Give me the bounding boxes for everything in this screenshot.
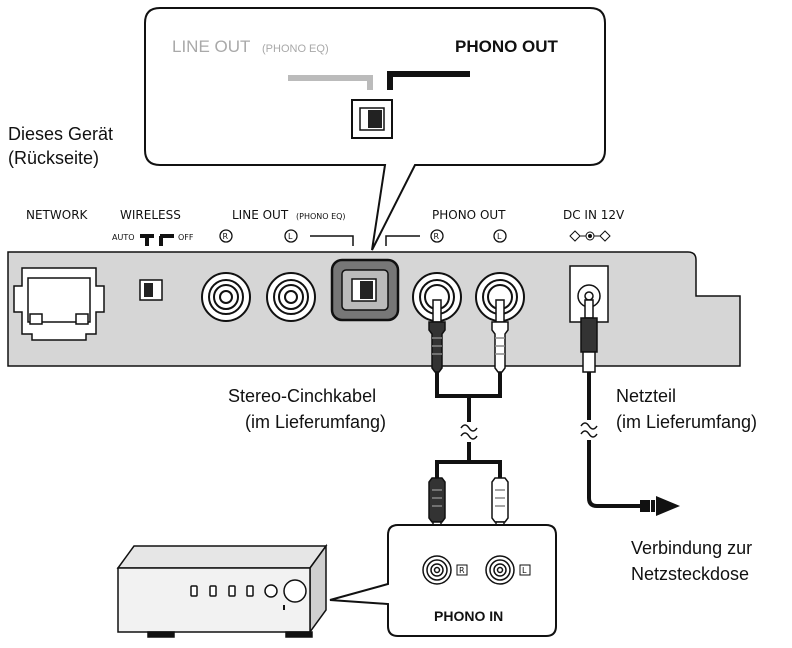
rca-cable-lower — [435, 442, 502, 478]
svg-text:L: L — [522, 566, 527, 575]
cable-label-line1: Stereo-Cinchkabel — [228, 386, 376, 406]
device-label-line2: (Rückseite) — [8, 148, 99, 168]
phono-out-indicator — [385, 235, 420, 246]
network-label: NETWORK — [26, 208, 89, 222]
off-label: OFF — [178, 233, 194, 242]
auto-label: AUTO — [112, 233, 135, 242]
svg-text:L: L — [288, 232, 293, 241]
callout-phono-out-indicator — [387, 71, 470, 90]
adapter-label-line1: Netzteil — [616, 386, 676, 406]
switch-callout: LINE OUT (PHONO EQ) PHONO OUT — [144, 7, 606, 251]
adapter-label-line2: (im Lieferumfang) — [616, 412, 757, 432]
svg-text:L: L — [497, 232, 502, 241]
line-out-indicator — [310, 235, 354, 246]
phono-in-l-marker: L — [519, 564, 531, 576]
phono-in-l-jack — [485, 555, 515, 585]
line-out-r-jack[interactable] — [201, 272, 251, 322]
phono-in-title: PHONO IN — [434, 608, 503, 624]
callout-phono-eq: (PHONO EQ) — [262, 43, 329, 55]
line-out-l-jack[interactable] — [266, 272, 316, 322]
cable-label-line2: (im Lieferumfang) — [245, 412, 386, 432]
svg-text:R: R — [223, 232, 229, 241]
wireless-off-indicator — [159, 234, 174, 246]
phono-in-r-marker: R — [456, 564, 468, 576]
power-cable-lower — [587, 440, 640, 508]
amplifier-icon — [116, 543, 328, 638]
phono-in-callout: R L PHONO IN — [329, 524, 557, 637]
panel-line-out-label: LINE OUT — [232, 208, 289, 222]
svg-text:R: R — [434, 232, 440, 241]
wireless-switch[interactable] — [139, 279, 163, 301]
wireless-label: WIRELESS — [120, 208, 181, 222]
callout-phono-out: PHONO OUT — [455, 37, 559, 56]
panel-phono-eq-label: (PHONO EQ) — [296, 212, 346, 221]
line-out-l-marker: L — [284, 229, 298, 243]
callout-slide-switch — [351, 99, 393, 139]
phono-switch[interactable] — [330, 258, 400, 322]
cable-break-mark-rca — [460, 424, 478, 440]
callout-line-out: LINE OUT — [172, 37, 250, 56]
callout-line-out-indicator — [288, 75, 373, 90]
phono-out-r-marker: R — [430, 229, 444, 243]
svg-text:R: R — [459, 566, 465, 575]
dc-polarity-icon — [569, 230, 611, 242]
wireless-auto-indicator — [140, 234, 154, 246]
cable-break-mark-power — [580, 422, 598, 438]
network-port — [13, 267, 105, 341]
panel-phono-out-label: PHONO OUT — [432, 208, 506, 222]
rca-cable-upper — [435, 372, 502, 422]
outlet-label-line2: Netzsteckdose — [631, 564, 749, 584]
phono-out-l-marker: L — [493, 229, 507, 243]
outlet-label-line1: Verbindung zur — [631, 538, 752, 558]
dc-in-label: DC IN 12V — [563, 208, 625, 222]
line-out-r-marker: R — [219, 229, 233, 243]
phono-in-r-jack — [422, 555, 452, 585]
outlet-arrow-icon — [640, 496, 680, 516]
device-label-line1: Dieses Gerät — [8, 124, 113, 144]
